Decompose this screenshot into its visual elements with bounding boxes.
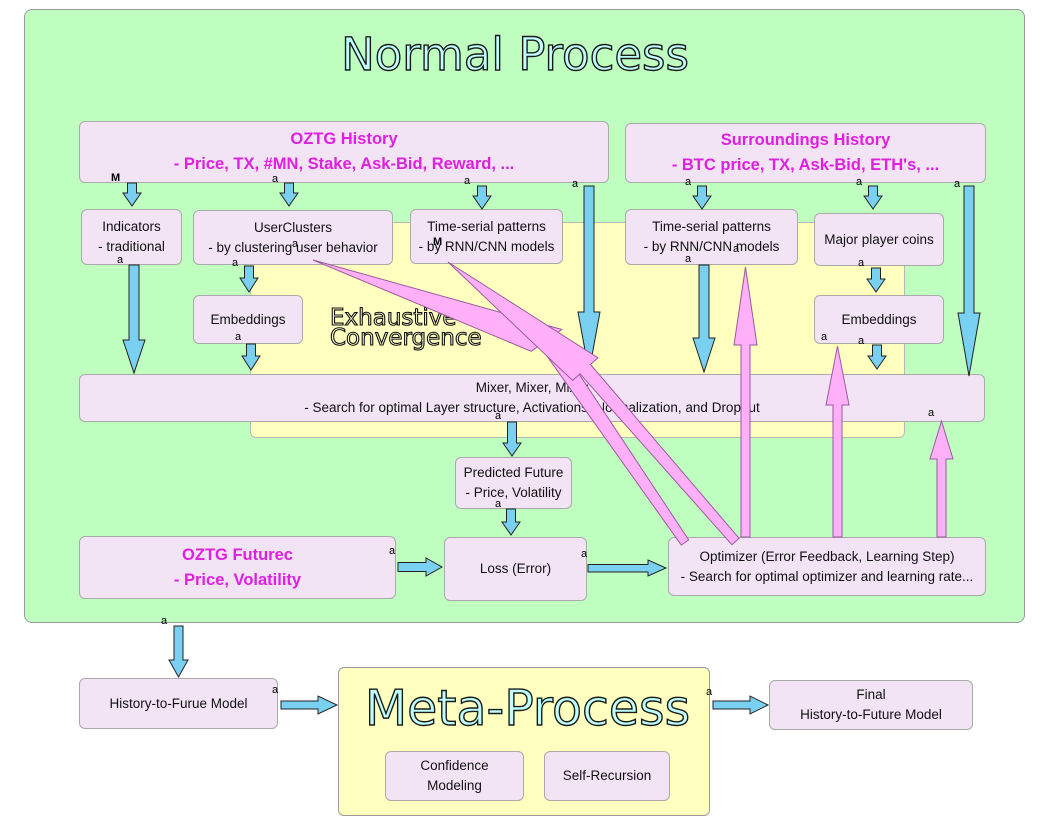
oztg-future-box[interactable]: OZTG Futurec - Price, Volatility <box>79 536 396 599</box>
indicators-box[interactable]: Indicators - traditional <box>81 209 182 265</box>
blue-arrow-oztg-to-timeserial <box>472 185 492 210</box>
final-model-line-2: History-to-Future Model <box>800 707 942 722</box>
pink-arrow-opt-to-timeserial-left <box>447 261 740 546</box>
loss-title: Loss (Error) <box>479 561 552 577</box>
marker-a-mixer-right: a <box>928 407 935 419</box>
marker-a-userclusters: a <box>272 173 279 185</box>
blue-arrow-surr-to-timeserial <box>692 185 712 210</box>
marker-a-timeserial-right-bottom: a <box>685 253 692 265</box>
blue-arrow-future-to-loss <box>397 557 444 577</box>
blue-arrow-meta-to-final <box>712 695 770 715</box>
blue-arrow-loss-to-optimizer <box>587 559 668 577</box>
mixer-title: Mixer, Mixer, Mixer <box>475 380 589 396</box>
embeddings-right-title: Embeddings <box>841 311 917 327</box>
blue-arrow-major-to-emb <box>866 267 886 293</box>
marker-a-userclusters-mid: a <box>292 238 299 250</box>
optimizer-box[interactable]: Optimizer (Error Feedback, Learning Step… <box>668 537 986 596</box>
blue-arrow-history-model-to-meta <box>280 695 339 715</box>
confidence-line-2: Modeling <box>427 778 482 793</box>
mixer-detail: - Search for optimal Layer structure, Ac… <box>304 400 760 415</box>
marker-m-indicators: M <box>111 172 121 184</box>
indicators-detail: - traditional <box>98 239 165 254</box>
marker-a-predicted-bottom: a <box>495 498 502 510</box>
self-recursion-box[interactable]: Self-Recursion <box>544 751 670 801</box>
marker-a-emb-right-bottom: a <box>858 335 865 347</box>
indicators-title: Indicators <box>102 219 161 235</box>
marker-a-emb-right-left: a <box>821 331 828 343</box>
userclusters-title: UserClusters <box>253 219 332 235</box>
marker-a-oztg-future: a <box>389 545 396 557</box>
embeddings-left-title: Embeddings <box>210 311 286 327</box>
marker-a-meta: a <box>706 686 713 698</box>
marker-a-emb-left: a <box>235 331 242 343</box>
marker-a-major-bottom: a <box>858 257 865 269</box>
history-model-title: History-to-Furue Model <box>109 695 248 711</box>
timeserial-right-box[interactable]: Time-serial patterns - by RNN/CNN models <box>625 209 798 265</box>
blue-arrow-predicted-to-loss <box>501 508 521 536</box>
marker-a-timeserial-left: a <box>464 175 471 187</box>
marker-a-indicators-bottom: a <box>117 254 124 266</box>
oztg-future-detail: - Price, Volatility <box>173 570 302 589</box>
optimizer-detail: - Search for optimal optimizer and learn… <box>680 568 974 584</box>
marker-a-userclusters-bottom: a <box>232 257 239 269</box>
blue-arrow-oztg-to-indicators <box>122 182 142 207</box>
blue-arrow-clusters-to-emb <box>239 265 259 293</box>
marker-a-history-model: a <box>272 684 279 696</box>
marker-a-surr-right: a <box>954 178 961 190</box>
userclusters-detail: - by clustering user behavior <box>208 239 378 255</box>
loss-box[interactable]: Loss (Error) <box>444 537 587 601</box>
major-player-title: Major player coins <box>824 231 934 247</box>
pink-arrow-opt-to-emb-right <box>825 345 850 538</box>
marker-a-timeserial-right: a <box>685 176 692 188</box>
meta-process-title: Meta-Process <box>364 679 691 737</box>
blue-arrow-timeserial-right-to-mixer <box>692 264 716 374</box>
timeserial-left-detail: - by RNN/CNN models <box>418 238 555 254</box>
blue-arrow-surr-to-major <box>863 185 883 210</box>
timeserial-left-box[interactable]: Time-serial patterns - by RNN/CNN models <box>410 209 563 264</box>
blue-arrow-surr-to-mixer <box>957 185 981 377</box>
final-model-box[interactable]: Final History-to-Future Model <box>769 680 973 730</box>
marker-a-timeserial-right-mid: a <box>733 243 740 255</box>
blue-arrow-indicators-to-mixer <box>122 264 146 375</box>
normal-process-title: Normal Process <box>340 27 689 81</box>
pink-arrow-opt-to-timeserial-right <box>733 266 758 538</box>
blue-arrow-emb-left-to-mixer <box>241 343 261 371</box>
self-recursion-title: Self-Recursion <box>562 768 652 784</box>
oztg-history-box[interactable]: OZTG History - Price, TX, #MN, Stake, As… <box>79 121 609 183</box>
final-model-line-1: Final <box>856 687 886 703</box>
major-player-box[interactable]: Major player coins <box>814 213 944 266</box>
exhaustive-line-2: Convergence <box>329 325 482 351</box>
embeddings-left-box[interactable]: Embeddings <box>193 295 303 344</box>
predicted-future-title: Predicted Future <box>463 465 564 481</box>
marker-a-loss: a <box>581 548 588 560</box>
blue-arrow-emb-right-to-mixer <box>867 344 887 370</box>
marker-a-major: a <box>856 176 863 188</box>
blue-arrow-normal-to-history-model <box>168 625 189 679</box>
optimizer-title: Optimizer (Error Feedback, Learning Step… <box>699 548 955 564</box>
surroundings-history-box[interactable]: Surroundings History - BTC price, TX, As… <box>625 123 986 183</box>
predicted-future-detail: - Price, Volatility <box>465 485 562 500</box>
history-model-box[interactable]: History-to-Furue Model <box>79 678 278 729</box>
blue-arrow-oztg-to-mixer <box>577 185 601 373</box>
confidence-line-1: Confidence <box>420 758 489 774</box>
pink-arrow-opt-to-mixer <box>929 419 954 538</box>
blue-arrow-oztg-to-userclusters <box>279 182 299 207</box>
confidence-box[interactable]: Confidence Modeling <box>385 751 524 801</box>
oztg-history-fields: - Price, TX, #MN, Stake, Ask-Bid, Reward… <box>173 155 515 173</box>
blue-arrow-mixer-to-predicted <box>502 421 522 457</box>
userclusters-box[interactable]: UserClusters - by clustering user behavi… <box>193 210 393 265</box>
timeserial-right-detail: - by RNN/CNN models <box>643 239 780 254</box>
marker-a-normal-bottom: a <box>161 615 168 627</box>
marker-a-mixer-bottom: a <box>495 410 502 422</box>
timeserial-left-title: Time-serial patterns <box>427 218 546 234</box>
oztg-history-title: OZTG History <box>290 130 398 149</box>
surroundings-history-fields: - BTC price, TX, Ask-Bid, ETH's, ... <box>671 156 940 174</box>
timeserial-right-title: Time-serial patterns <box>652 219 771 235</box>
marker-a-oztg-right: a <box>572 178 579 190</box>
surroundings-history-title: Surroundings History <box>720 131 891 150</box>
marker-m-timeserial-left: M <box>433 236 443 248</box>
embeddings-right-box[interactable]: Embeddings <box>814 295 944 344</box>
oztg-future-title: OZTG Futurec <box>182 545 293 564</box>
